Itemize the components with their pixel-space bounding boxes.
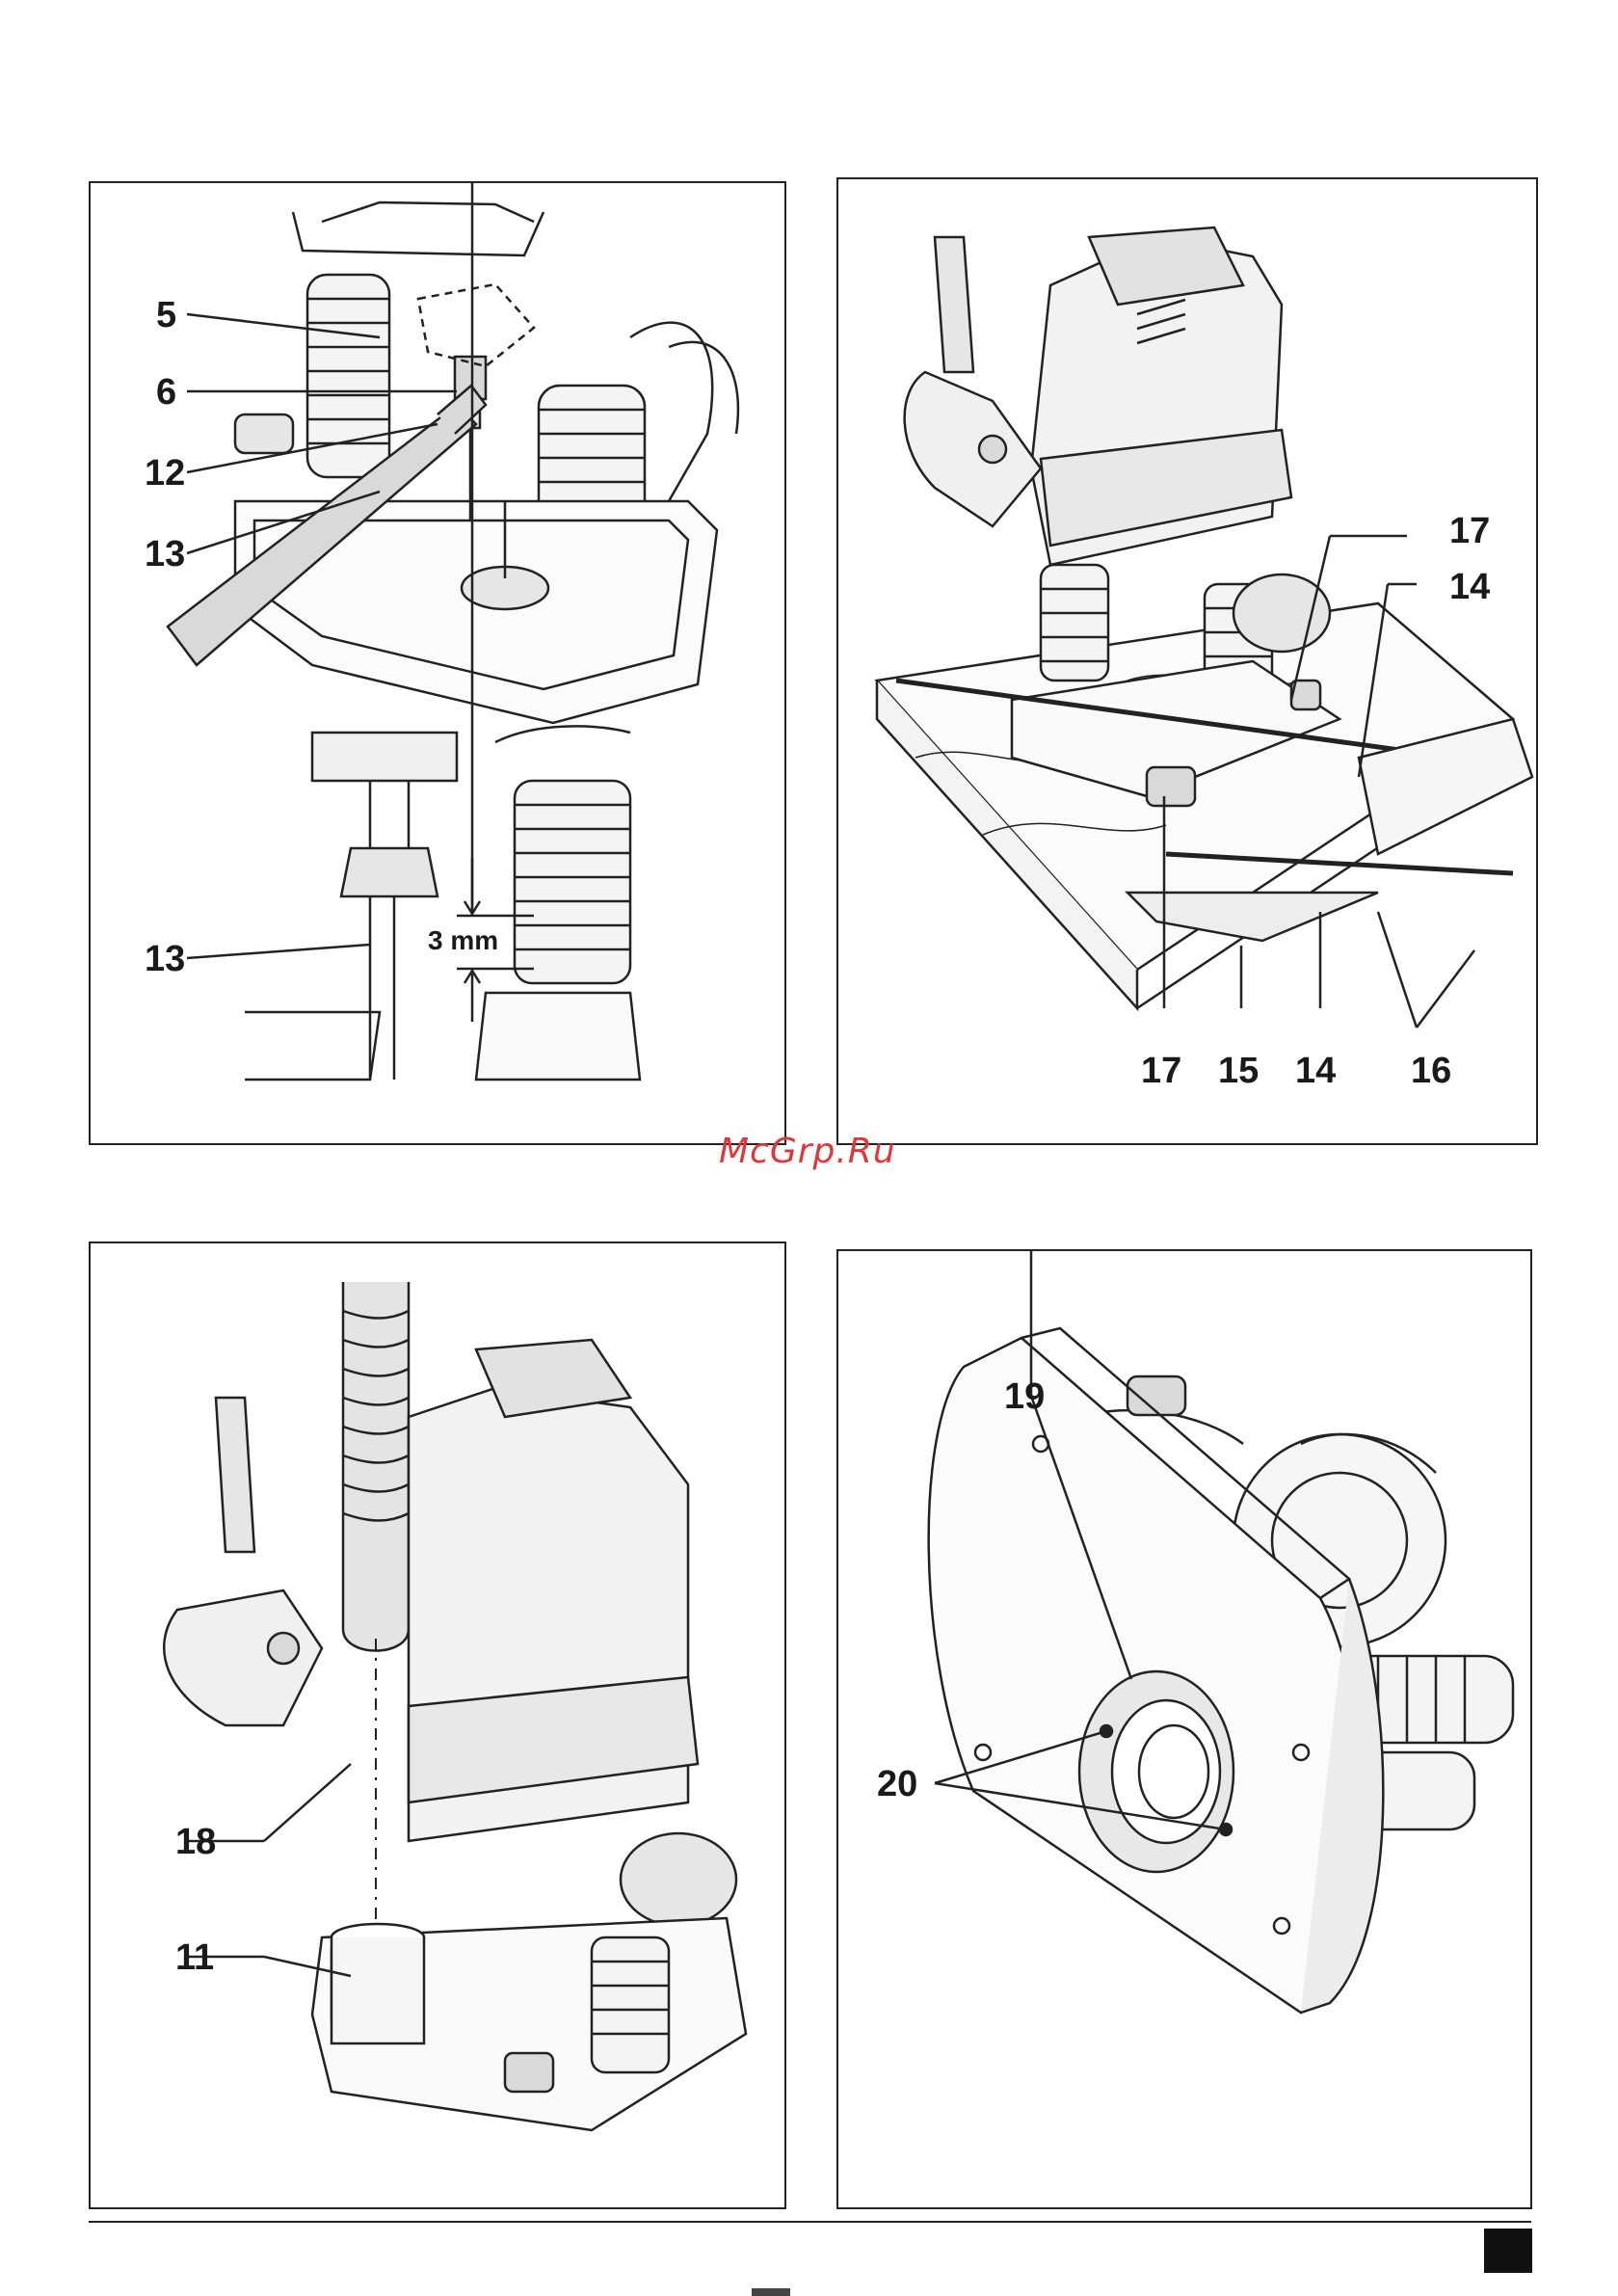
callout-6: 6 <box>156 374 176 411</box>
callout-11: 11 <box>175 1939 214 1976</box>
router-collet-illustration <box>91 183 786 1145</box>
callout-17-top: 17 <box>1449 513 1490 549</box>
router-base-plate-illustration <box>838 1251 1532 2209</box>
figure-panel-top-left: 5 6 12 13 13 3 mm <box>89 181 786 1145</box>
callout-14-top: 14 <box>1449 569 1490 605</box>
router-guide-illustration <box>838 179 1538 1145</box>
page-number-fragment <box>752 2288 790 2296</box>
callout-13-lower: 13 <box>145 941 185 977</box>
dimension-3mm: 3 mm <box>424 927 502 954</box>
figure-panel-bottom-left: 18 11 <box>89 1241 786 2209</box>
callout-14-bottom: 14 <box>1295 1053 1336 1089</box>
callout-5: 5 <box>156 297 176 334</box>
figure-panel-bottom-right: 19 20 <box>836 1249 1532 2209</box>
footer-rule <box>89 2221 1531 2223</box>
page-tab-marker <box>1484 2229 1532 2273</box>
watermark: McGrp.Ru <box>719 1132 896 1171</box>
router-dust-extraction-illustration <box>91 1243 786 2209</box>
figure-panel-top-right: 17 14 17 15 14 16 <box>836 177 1538 1145</box>
callout-13: 13 <box>145 536 185 573</box>
callout-15: 15 <box>1218 1053 1259 1089</box>
callout-17-bottom: 17 <box>1141 1053 1181 1089</box>
callout-18: 18 <box>175 1824 216 1860</box>
callout-20: 20 <box>877 1766 917 1802</box>
callout-12: 12 <box>145 455 185 492</box>
callout-19: 19 <box>1004 1378 1045 1415</box>
callout-16: 16 <box>1411 1053 1451 1089</box>
